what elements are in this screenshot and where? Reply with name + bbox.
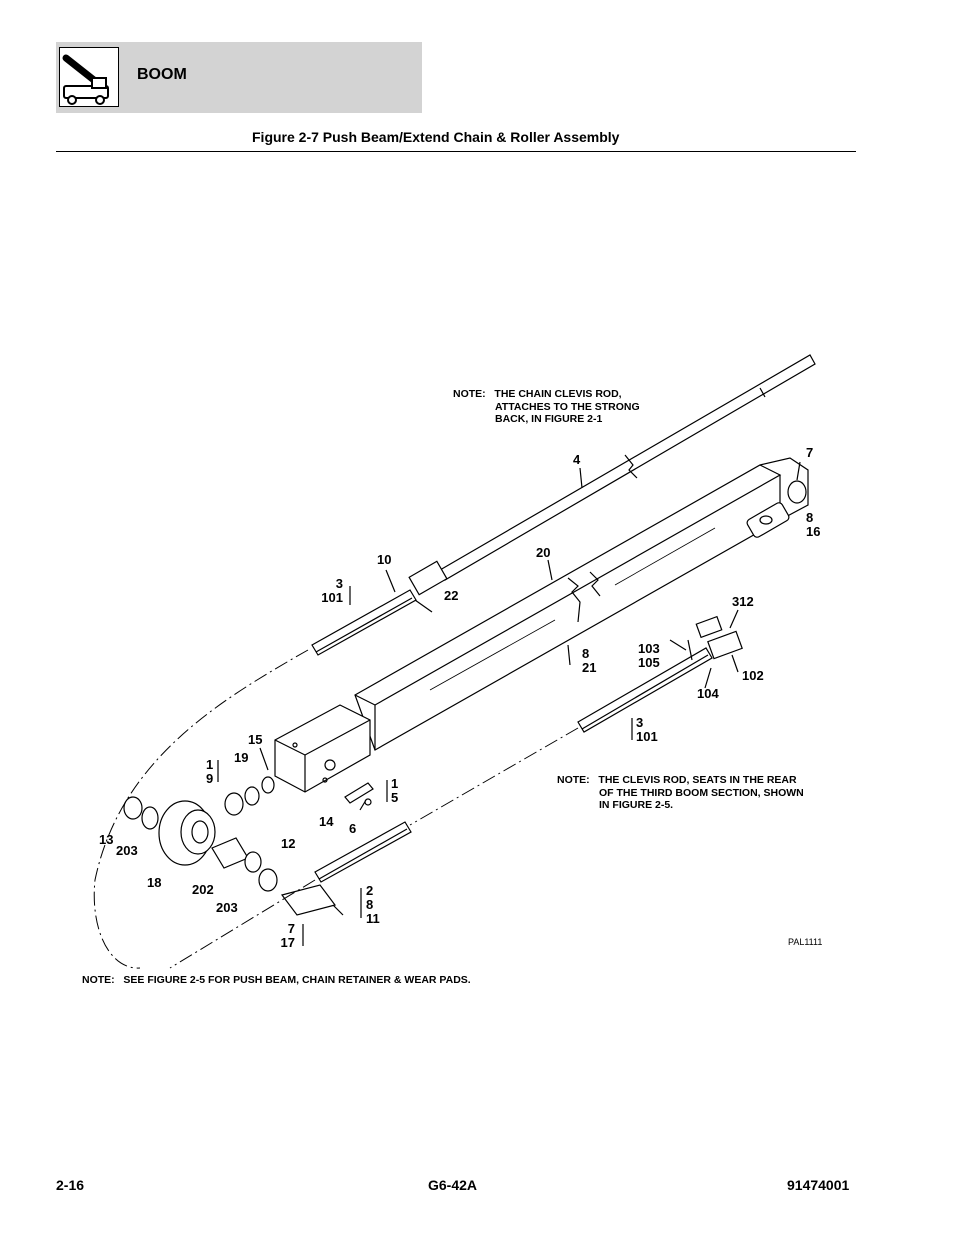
callout-1-9: 1 9 bbox=[206, 757, 214, 786]
telehandler-boom-icon bbox=[59, 47, 119, 107]
note-bottom: NOTE: SEE FIGURE 2-5 FOR PUSH BEAM, CHAI… bbox=[82, 974, 471, 986]
callout-102: 102 bbox=[742, 668, 764, 683]
callout-13: 13 bbox=[99, 832, 114, 847]
callout-22: 22 bbox=[444, 588, 459, 603]
callout-312: 312 bbox=[732, 594, 754, 609]
callout-19: 19 bbox=[234, 750, 249, 765]
callout-203-left: 203 bbox=[116, 843, 138, 858]
header-rule bbox=[56, 151, 856, 152]
footer-page-number: 2-16 bbox=[56, 1177, 85, 1193]
callout-202: 202 bbox=[192, 882, 214, 897]
callout-104: 104 bbox=[697, 686, 719, 701]
callout-7-17: 7 17 bbox=[280, 921, 295, 950]
footer-model: G6-42A bbox=[428, 1177, 478, 1193]
section-title: BOOM bbox=[137, 66, 187, 83]
callout-8-16: 8 16 bbox=[806, 510, 821, 539]
callout-2-8-11: 2 8 11 bbox=[366, 883, 380, 926]
footer-part-number: 91474001 bbox=[787, 1177, 850, 1193]
callout-8-21: 8 21 bbox=[582, 646, 597, 675]
callout-3-101-right: 3 101 bbox=[636, 715, 658, 744]
callout-4: 4 bbox=[573, 452, 581, 467]
callout-1-5: 1 5 bbox=[391, 776, 399, 805]
note-chain-clevis: NOTE: THE CHAIN CLEVIS ROD,ATTACHES TO T… bbox=[453, 388, 640, 425]
figure-title: Figure 2-7 Push Beam/Extend Chain & Roll… bbox=[252, 129, 620, 145]
callout-18: 18 bbox=[147, 875, 162, 890]
callout-203-mid: 203 bbox=[216, 900, 238, 915]
callout-20: 20 bbox=[536, 545, 551, 560]
figure-ref-code: PAL1111 bbox=[788, 937, 823, 947]
callout-14: 14 bbox=[319, 814, 334, 829]
callout-15: 15 bbox=[248, 732, 263, 747]
callout-3-101-top: 3 101 bbox=[321, 576, 343, 605]
callout-103-105: 103 105 bbox=[638, 641, 660, 670]
callout-7: 7 bbox=[806, 445, 814, 460]
callout-10: 10 bbox=[377, 552, 392, 567]
callout-12: 12 bbox=[281, 836, 296, 851]
callout-6: 6 bbox=[349, 821, 357, 836]
